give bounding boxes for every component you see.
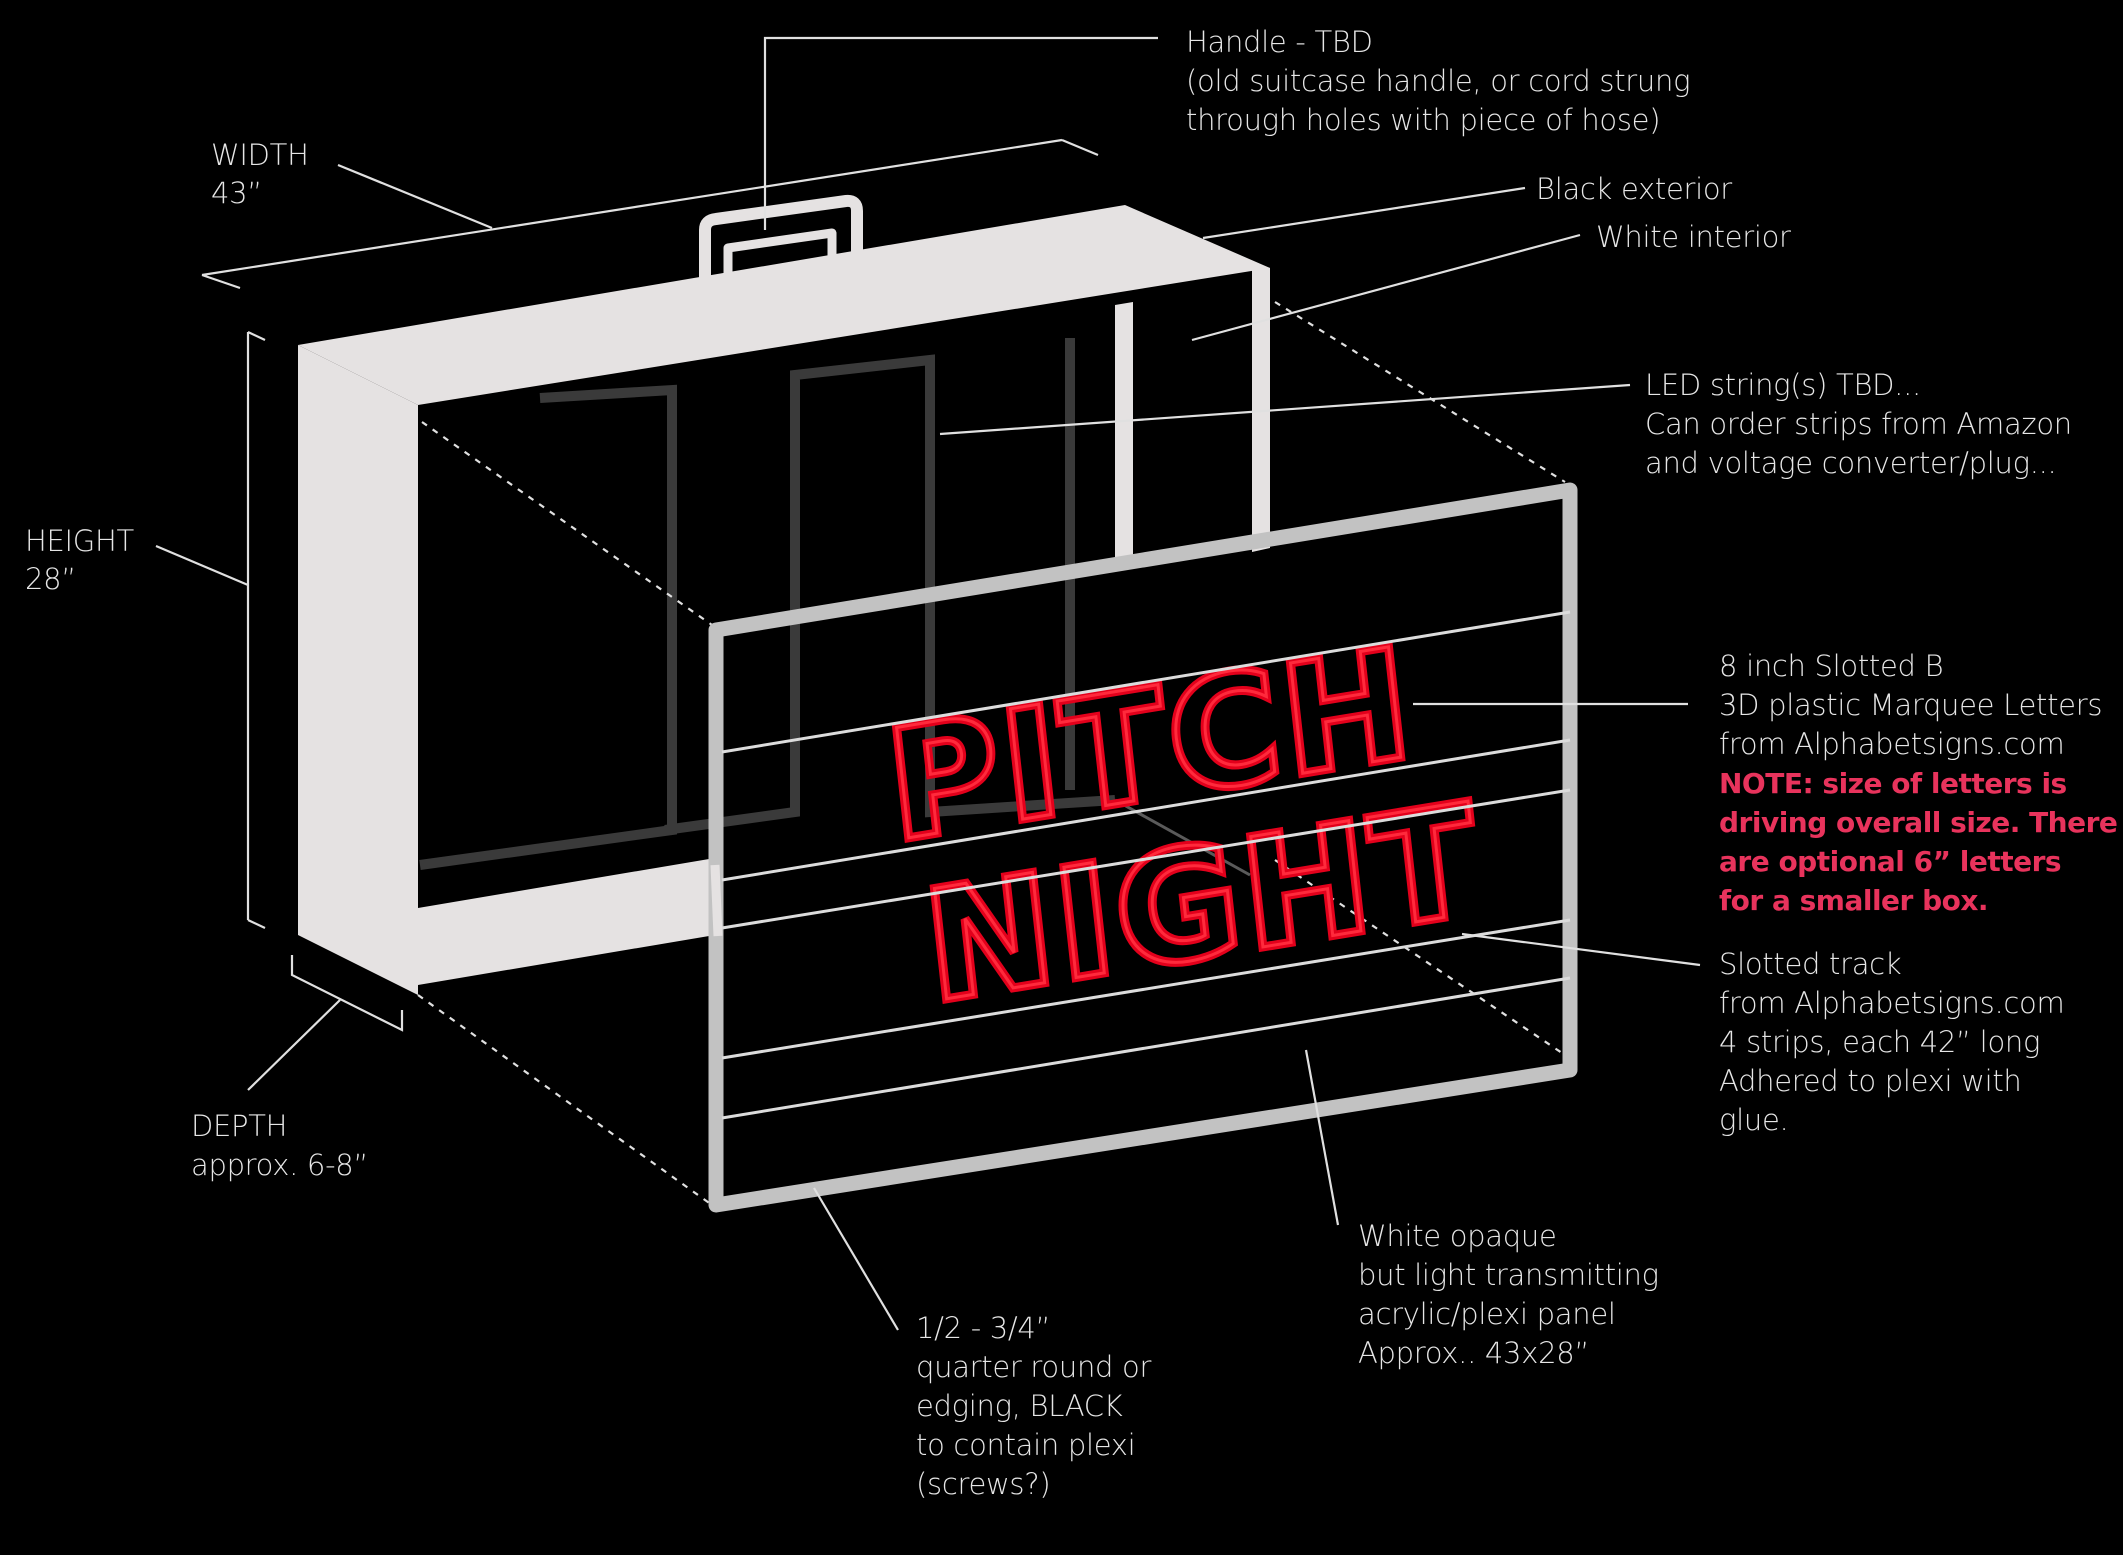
handle-base (660, 279, 890, 333)
depth-dimension (290, 955, 404, 1032)
box-bottom (418, 858, 715, 985)
marquee-letters: PITCH PITCH NIGHT NIGHT (875, 610, 1493, 1042)
letters-note: NOTE: size of letters is driving overall… (1719, 767, 2123, 917)
width-dimension (201, 138, 1099, 290)
dash-top-right (1274, 301, 1566, 483)
height-label: HEIGHT 28” (25, 524, 143, 596)
height-leader (155, 544, 249, 587)
box-far-right-edge (1252, 262, 1270, 552)
annotation-labels: Handle - TBD (old suitcase handle, or co… (25, 25, 2123, 1501)
handle-leader (763, 36, 1158, 230)
white-interior-leader (1191, 233, 1581, 342)
width-label: WIDTH 43” (211, 138, 318, 210)
track-strip (721, 738, 1571, 882)
white-interior-label: White interior (1596, 220, 1791, 254)
black-exterior-label: Black exterior (1536, 172, 1732, 206)
box-bottom-through (710, 864, 723, 937)
panel-label: White opaque but light transmitting acry… (1358, 1219, 1668, 1370)
led-leader (939, 383, 1631, 436)
dash-bottom-left (417, 994, 713, 1206)
letters-label: 8 inch Slotted B 3D plastic Marquee Lett… (1719, 649, 2111, 761)
depth-leader (247, 999, 341, 1091)
handle-outer (699, 194, 863, 318)
box-right-post (1115, 302, 1133, 568)
track-strip (721, 918, 1571, 1060)
box-left-side (298, 345, 418, 995)
handle-label: Handle - TBD (old suitcase handle, or co… (1186, 25, 1699, 137)
leader-lines (155, 36, 1701, 1331)
back-frame-left (419, 384, 677, 870)
handle-inner (723, 228, 837, 310)
black-exterior-leader (1202, 186, 1526, 240)
track-label: Slotted track from Alphabetsigns.com 4 s… (1719, 947, 2073, 1137)
front-panel (708, 482, 1578, 1213)
track-strip (721, 788, 1571, 930)
track-strip (721, 976, 1571, 1120)
perspective-dashes (417, 301, 1566, 1206)
dash-bottom-right (1274, 859, 1566, 1056)
track-leader (1461, 932, 1701, 967)
track-strip (721, 610, 1571, 754)
slotted-tracks (710, 610, 1571, 1120)
depth-label: DEPTH approx. 6-8” (191, 1109, 368, 1182)
panel-leader (1304, 1049, 1340, 1226)
dimension-lines (201, 138, 1099, 1032)
handle (660, 194, 890, 333)
led-label: LED string(s) TBD... Can order strips fr… (1645, 368, 2081, 480)
front-panel-frame (708, 482, 1578, 1213)
edging-leader (813, 1187, 899, 1331)
width-leader (337, 163, 493, 230)
edging-label: 1/2 - 3/4” quarter round or edging, BLAC… (916, 1311, 1160, 1501)
height-dimension (246, 331, 266, 929)
back-frame-mid (664, 354, 1116, 835)
